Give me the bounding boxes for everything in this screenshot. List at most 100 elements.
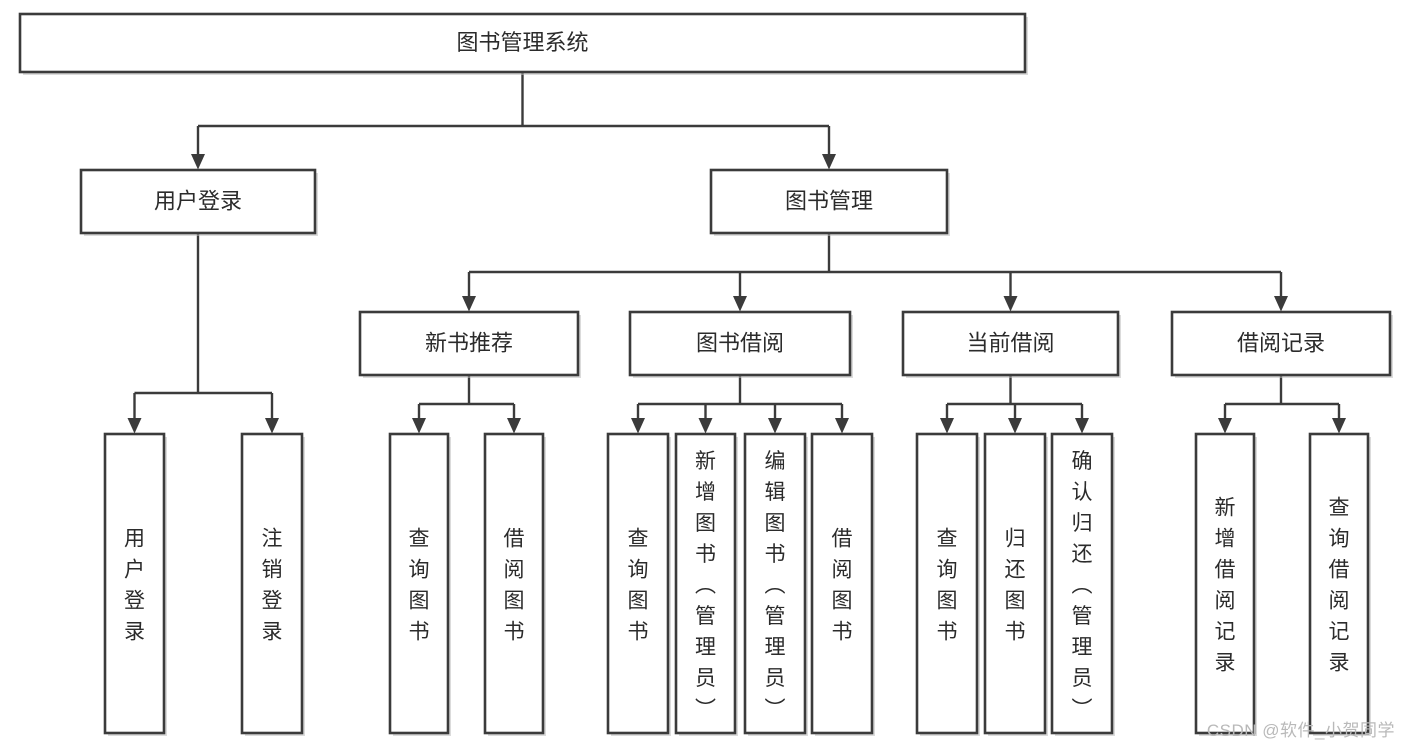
node-box[interactable] xyxy=(709,168,949,235)
arrow-head-icon xyxy=(631,418,645,434)
node-label: 新增图书︵管理员︶ xyxy=(695,450,716,721)
node-box[interactable] xyxy=(388,432,450,735)
node-leaf-query-book-3[interactable]: 查询图书 xyxy=(915,432,980,736)
node-label: 借阅图书 xyxy=(504,528,525,644)
node-box[interactable] xyxy=(810,432,874,735)
node-box[interactable] xyxy=(79,168,317,235)
connector-user-login-to-leaf-user-logout xyxy=(265,393,279,434)
node-leaf-query-book-1[interactable]: 查询图书 xyxy=(388,432,451,736)
node-box[interactable] xyxy=(743,432,807,735)
connector-bus xyxy=(419,375,514,406)
node-box[interactable] xyxy=(674,432,737,735)
node-box[interactable] xyxy=(358,310,580,377)
node-leaf-user-login[interactable]: 用户登录 xyxy=(103,432,167,736)
node-label: 查询借阅记录 xyxy=(1329,497,1350,675)
connector-book-manage-to-current-borrow xyxy=(1003,272,1018,312)
arrow-head-icon xyxy=(940,418,954,434)
connector-book-manage-to-book-borrow xyxy=(733,272,747,312)
node-label: 新书推荐 xyxy=(425,330,513,355)
connector-book-borrow-to-leaf-query-book-2 xyxy=(631,404,645,434)
connector-bus xyxy=(469,233,1281,274)
node-box[interactable] xyxy=(628,310,852,377)
node-label: 确认归还︵管理员︶ xyxy=(1072,450,1093,721)
node-book-borrow[interactable]: 图书借阅 xyxy=(628,310,853,378)
node-current-borrow[interactable]: 当前借阅 xyxy=(901,310,1121,378)
node-box[interactable] xyxy=(1170,310,1392,377)
connector-bus xyxy=(1225,375,1339,406)
connector-bus xyxy=(638,375,842,406)
node-box[interactable] xyxy=(606,432,670,735)
node-label: 新增借阅记录 xyxy=(1215,497,1236,675)
node-borrow-record[interactable]: 借阅记录 xyxy=(1170,310,1393,378)
node-root[interactable]: 图书管理系统 xyxy=(18,12,1028,75)
node-leaf-add-book[interactable]: 新增图书︵管理员︶ xyxy=(674,432,738,736)
arrow-head-icon xyxy=(412,418,426,434)
node-box[interactable] xyxy=(1194,432,1256,735)
node-label: 用户登录 xyxy=(124,528,145,644)
connector-layer xyxy=(127,72,1346,434)
node-leaf-borrow-book-2[interactable]: 借阅图书 xyxy=(810,432,875,736)
node-box[interactable] xyxy=(915,432,979,735)
node-box[interactable] xyxy=(1308,432,1370,735)
node-label: 图书管理系统 xyxy=(456,30,588,55)
node-layer: 图书管理系统用户登录图书管理新书推荐图书借阅当前借阅借阅记录用户登录注销登录查询… xyxy=(18,12,1393,736)
node-new-book-rec[interactable]: 新书推荐 xyxy=(358,310,581,378)
node-label: 注销登录 xyxy=(262,528,283,644)
node-leaf-return-book[interactable]: 归还图书 xyxy=(983,432,1048,736)
node-leaf-confirm-return[interactable]: 确认归还︵管理员︶ xyxy=(1050,432,1115,736)
connector-book-manage-to-new-book-rec xyxy=(462,272,476,312)
arrow-head-icon xyxy=(1274,296,1288,312)
node-leaf-query-record[interactable]: 查询借阅记录 xyxy=(1308,432,1371,736)
arrow-head-icon xyxy=(698,418,713,434)
node-box[interactable] xyxy=(240,432,304,735)
connector-borrow-record-to-leaf-query-record xyxy=(1332,404,1346,434)
node-leaf-add-record[interactable]: 新增借阅记录 xyxy=(1194,432,1257,736)
watermark-label: CSDN @软件_小贺同学 xyxy=(1206,721,1395,740)
node-label: 当前借阅 xyxy=(966,330,1054,355)
node-leaf-edit-book[interactable]: 编辑图书︵管理员︶ xyxy=(743,432,808,736)
node-label: 图书管理 xyxy=(785,188,873,213)
node-label: 查询图书 xyxy=(937,528,958,644)
arrow-head-icon xyxy=(1075,418,1089,434)
arrow-head-icon xyxy=(1218,418,1232,434)
connector-root-to-book-manage xyxy=(822,126,836,170)
node-leaf-borrow-book-1[interactable]: 借阅图书 xyxy=(483,432,546,736)
connector-bus xyxy=(198,72,829,128)
connector-root-to-user-login xyxy=(191,126,205,170)
node-user-login[interactable]: 用户登录 xyxy=(79,168,318,236)
connector-bus xyxy=(134,233,272,395)
node-leaf-user-logout[interactable]: 注销登录 xyxy=(240,432,305,736)
connector-bus xyxy=(947,375,1082,406)
connector-book-borrow-to-leaf-borrow-book-2 xyxy=(835,404,849,434)
node-book-manage[interactable]: 图书管理 xyxy=(709,168,950,236)
node-box[interactable] xyxy=(483,432,545,735)
connector-new-book-rec-to-leaf-query-book-1 xyxy=(412,404,426,434)
node-label: 归还图书 xyxy=(1005,528,1026,644)
arrow-head-icon xyxy=(191,154,205,170)
node-leaf-query-book-2[interactable]: 查询图书 xyxy=(606,432,671,736)
node-label: 查询图书 xyxy=(628,528,649,644)
node-label: 借阅记录 xyxy=(1237,330,1325,355)
node-box[interactable] xyxy=(901,310,1120,377)
node-box[interactable] xyxy=(983,432,1047,735)
arrow-head-icon xyxy=(822,154,836,170)
arrow-head-icon xyxy=(462,296,476,312)
arrow-head-icon xyxy=(768,418,782,434)
node-box[interactable] xyxy=(103,432,166,735)
node-label: 查询图书 xyxy=(409,528,430,644)
connector-current-borrow-to-leaf-return-book xyxy=(1008,404,1022,434)
connector-new-book-rec-to-leaf-borrow-book-1 xyxy=(507,404,521,434)
node-label: 借阅图书 xyxy=(832,528,853,644)
connector-current-borrow-to-leaf-confirm-return xyxy=(1075,404,1089,434)
arrow-head-icon xyxy=(507,418,521,434)
arrow-head-icon xyxy=(835,418,849,434)
arrow-head-icon xyxy=(127,418,142,434)
arrow-head-icon xyxy=(733,296,747,312)
node-box[interactable] xyxy=(1050,432,1114,735)
node-box[interactable] xyxy=(18,12,1027,74)
connector-book-borrow-to-leaf-add-book xyxy=(698,404,713,434)
arrow-head-icon xyxy=(1008,418,1022,434)
connector-user-login-to-leaf-user-login xyxy=(127,393,142,434)
